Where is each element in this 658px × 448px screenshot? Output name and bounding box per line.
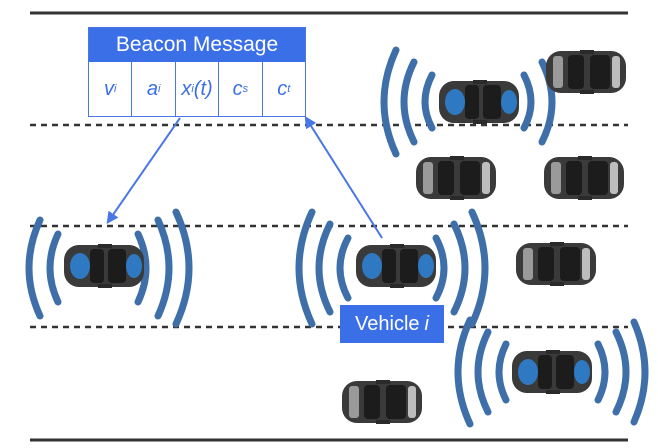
car-lane2-middle xyxy=(416,156,496,200)
wireless-wave-left-car xyxy=(25,208,193,328)
car-bottom-left xyxy=(342,380,422,424)
car-lane2-right xyxy=(544,156,624,200)
arrow-to-left-car xyxy=(106,117,181,224)
car-bottom-broadcasting xyxy=(512,350,592,394)
car-left-broadcasting xyxy=(64,244,144,288)
wireless-wave-top-right-car xyxy=(380,46,556,158)
car-lane3-right xyxy=(516,242,596,286)
car-top-broadcasting xyxy=(439,80,519,124)
car-top-right xyxy=(546,50,626,94)
car-vehicle-i xyxy=(356,244,436,288)
arrow-from-vehicle-i xyxy=(304,115,383,239)
wireless-wave-bottom-right-car xyxy=(454,316,649,428)
beacon-message-title: Beacon Message xyxy=(89,28,305,62)
wireless-wave-vehicle-i xyxy=(295,208,489,328)
